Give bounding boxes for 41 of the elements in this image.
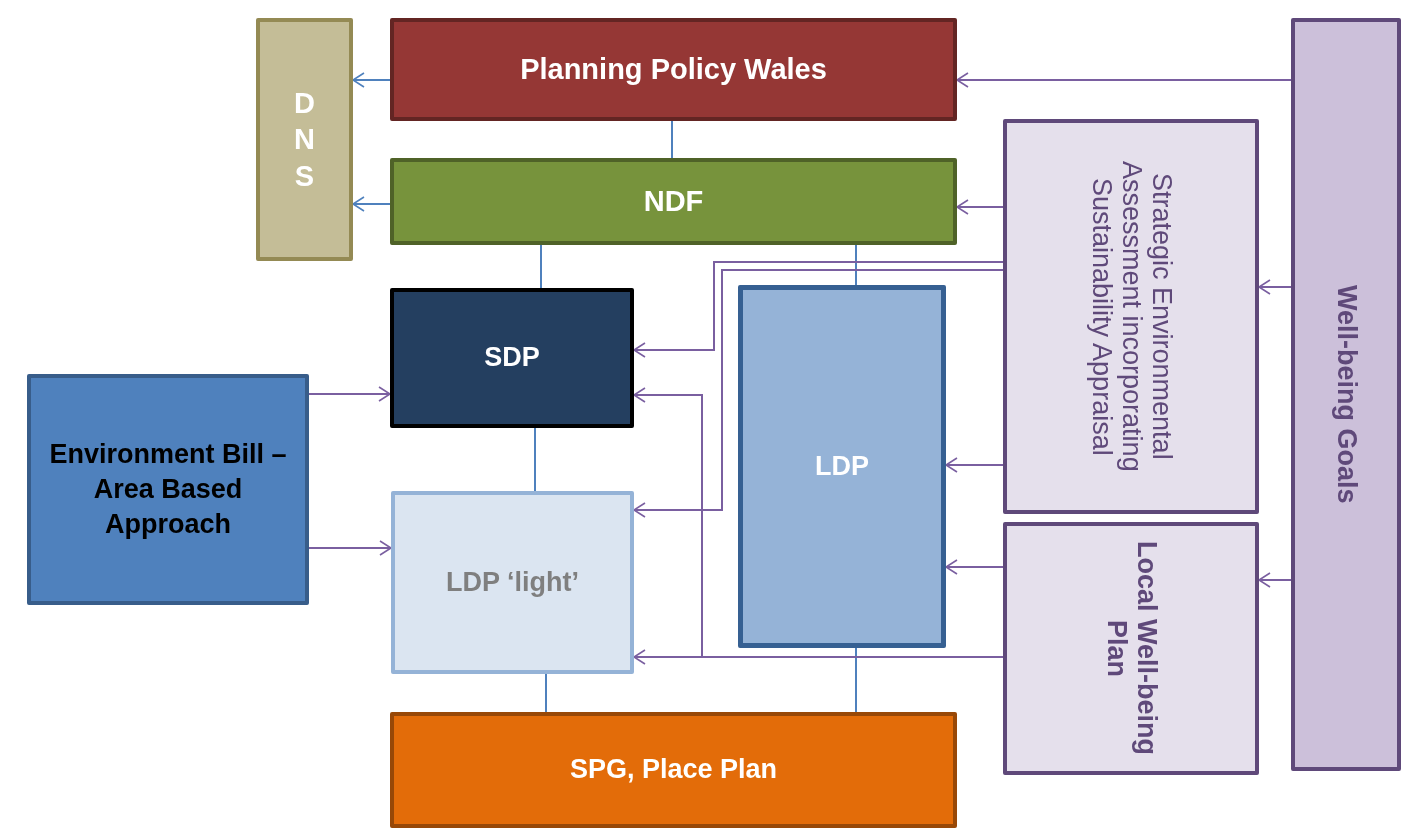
box-label: NDF bbox=[642, 183, 705, 219]
plan-box bbox=[390, 288, 634, 428]
box-label: SPG, Place Plan bbox=[568, 753, 779, 787]
arrow bbox=[633, 261, 1004, 358]
connector-line bbox=[855, 244, 857, 286]
framework-box bbox=[390, 158, 957, 245]
connector-line bbox=[534, 427, 536, 492]
arrow bbox=[956, 199, 1004, 215]
arrow bbox=[308, 540, 392, 556]
arrow bbox=[633, 649, 1004, 665]
arrow bbox=[308, 386, 391, 402]
box-label: SDP bbox=[483, 341, 541, 375]
box-label: D N S bbox=[293, 86, 316, 194]
box-label: LDP ‘light’ bbox=[445, 565, 580, 599]
connector-line bbox=[671, 120, 673, 159]
connector-line bbox=[545, 673, 547, 713]
arrow bbox=[352, 72, 391, 88]
box-label: Well-being Goals bbox=[1331, 285, 1361, 504]
goals-bar bbox=[1291, 18, 1401, 771]
stacked-letters-box bbox=[256, 18, 353, 261]
box-label: Strategic Environmental Assessment incorporating Sustainability Appraisal bbox=[1086, 160, 1176, 474]
box-label: LDP bbox=[814, 449, 870, 483]
guidance-box bbox=[390, 712, 957, 828]
arrow bbox=[956, 72, 1292, 88]
connector-line bbox=[855, 647, 857, 713]
plan-box bbox=[391, 491, 634, 674]
plan-box bbox=[738, 285, 946, 648]
arrow bbox=[1258, 572, 1292, 588]
arrow bbox=[945, 559, 1004, 575]
arrow bbox=[633, 269, 1004, 518]
box-label: Environment Bill – Area Based Approach bbox=[48, 437, 288, 542]
arrow bbox=[352, 196, 391, 212]
policy-box bbox=[390, 18, 957, 121]
assessment-box bbox=[1003, 119, 1259, 514]
arrow bbox=[1258, 279, 1292, 295]
connector-line bbox=[540, 244, 542, 289]
box-label: Planning Policy Wales bbox=[519, 51, 828, 87]
arrow bbox=[945, 457, 1004, 473]
plan-box bbox=[1003, 522, 1259, 775]
approach-box bbox=[27, 374, 309, 605]
box-label: Local Well-being Plan bbox=[1101, 540, 1161, 758]
